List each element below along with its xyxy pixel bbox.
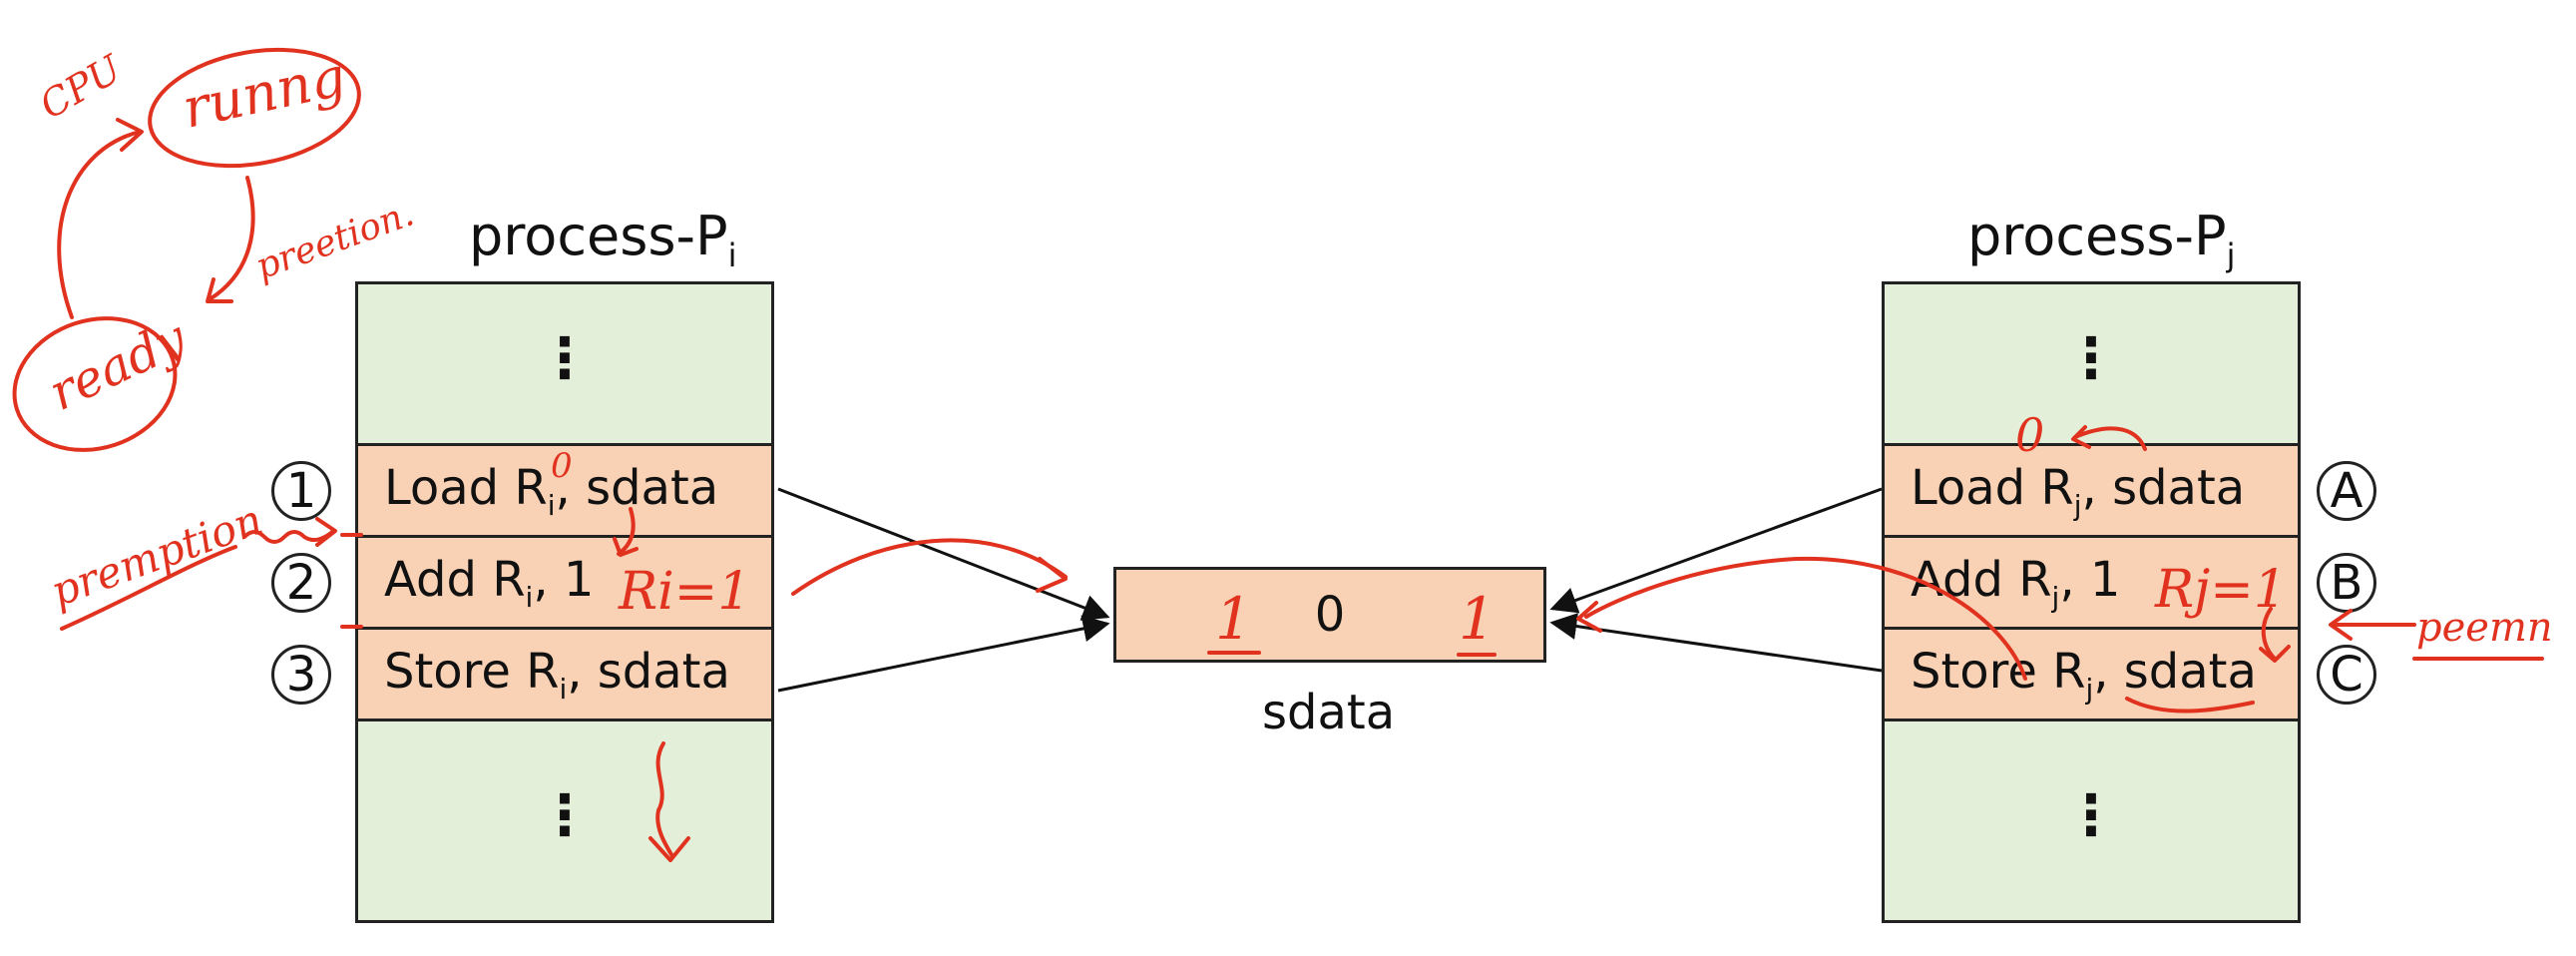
process-j-instr-b: Add Rj, 1 — [1885, 535, 2298, 627]
ri-increment-arrow — [617, 507, 636, 556]
ink-sdata-one-right: 1 — [1459, 585, 1496, 653]
ink-ri-equals-one: Ri=1 — [618, 562, 750, 622]
ink-preemption-right: peemn — [2416, 605, 2553, 651]
store-race-arrow — [791, 538, 1068, 596]
shared-value: 0 — [1314, 587, 1346, 643]
process-j-instr-c: Store Rj, sdata — [1885, 627, 2298, 718]
process-i-title: process-Pi — [469, 205, 736, 274]
shared-variable-label: sdata — [1262, 685, 1396, 740]
arrow-load-j — [1549, 487, 1883, 614]
process-j-title: process-Pj — [1967, 205, 2235, 274]
ink-cpu-label: CPU — [33, 46, 131, 128]
instruction-text: Add Ri, 1 — [384, 551, 595, 614]
process-i-instr-1: Load Ri, sdata — [358, 443, 771, 535]
process-j-title-main: process-P — [1967, 205, 2227, 267]
arrow-load-i — [777, 487, 1110, 621]
rj-increment-arrow — [2261, 607, 2277, 661]
instruction-text: Load Ri, sdata — [384, 459, 719, 522]
process-i-top-block: ⋮ — [358, 284, 771, 443]
process-i-title-sub: i — [727, 236, 737, 274]
arrow-store-j — [1549, 613, 1883, 673]
ink-sdata-one-left: 1 — [1215, 585, 1252, 653]
ink-rj-equals-one: Rj=1 — [2154, 560, 2287, 620]
process-i-bottom-block: ⋮ — [358, 718, 771, 920]
step-marker-2: 2 — [271, 553, 331, 613]
shared-variable-box: 0 — [1113, 567, 1546, 663]
step-marker-a: A — [2317, 461, 2376, 521]
rj-load-arrow — [2073, 426, 2147, 451]
process-j-box: ⋮ Load Rj, sdata Add Rj, 1 Store Rj, sda… — [1882, 281, 2301, 923]
step-marker-1: 1 — [271, 461, 331, 521]
ink-rj-zero: 0 — [2015, 408, 2044, 462]
left-squiggle-arrow — [242, 530, 334, 544]
instruction-text: Load Rj, sdata — [1911, 459, 2246, 522]
running-state-circle — [148, 47, 361, 169]
ready-state-circle — [12, 316, 178, 452]
ink-ri-zero: 0 — [551, 446, 573, 486]
step-marker-3: 3 — [271, 645, 331, 705]
ink-running-label: runng — [178, 45, 351, 141]
ink-preemption-left: premption — [45, 495, 269, 617]
arrow-store-i — [777, 615, 1110, 693]
step-marker-c: C — [2317, 645, 2376, 705]
instruction-text: Store Ri, sdata — [384, 643, 730, 706]
instruction-text: Add Rj, 1 — [1911, 551, 2121, 614]
process-j-bottom-block: ⋮ — [1885, 718, 2298, 920]
process-j-instr-a: Load Rj, sdata — [1885, 443, 2298, 535]
ink-preemption-upper: preetion. — [250, 193, 419, 287]
process-i-instr-2: Add Ri, 1 — [358, 535, 771, 627]
process-j-title-sub: j — [2226, 236, 2236, 274]
dispatch-arrow — [57, 130, 142, 319]
preemption-arrow — [208, 176, 255, 301]
process-i-title-main: process-P — [469, 205, 728, 267]
instruction-text: Store Rj, sdata — [1911, 643, 2257, 706]
continue-arrow — [655, 741, 674, 858]
process-i-box: ⋮ Load Ri, sdata Add Ri, 1 Store Ri, sda… — [355, 281, 774, 923]
overwrite-arrow — [1584, 556, 2027, 681]
process-i-instr-3: Store Ri, sdata — [358, 627, 771, 718]
process-j-top-block: ⋮ — [1885, 284, 2298, 443]
